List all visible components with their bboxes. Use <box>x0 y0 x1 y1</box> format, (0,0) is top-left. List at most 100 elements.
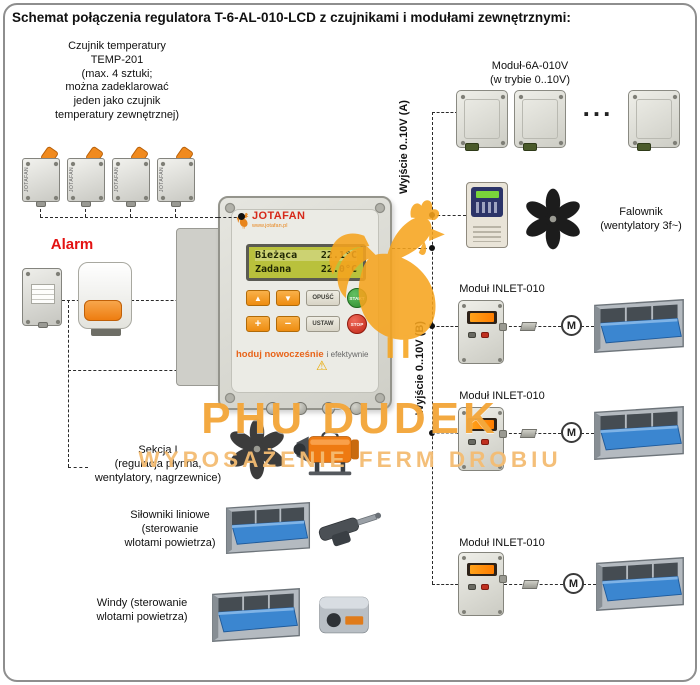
connection-line <box>62 300 218 301</box>
lcd-value: 22.0°C <box>320 264 357 275</box>
lcd-row-setpoint: Zadana 22.0°C <box>255 264 357 275</box>
module-connector <box>523 143 537 151</box>
button-plus: + <box>246 316 270 332</box>
button-start: START <box>347 288 367 308</box>
sensor-body: JOTAFAN <box>112 158 150 202</box>
coupler-icon <box>519 322 538 331</box>
inlet-module-label-1: Moduł INLET-010 <box>459 283 545 295</box>
junction-dot <box>429 323 435 329</box>
cable-gland-icon <box>126 201 136 207</box>
cable-gland-icon <box>266 402 279 415</box>
slogan-rest: i efektywnie <box>326 350 369 359</box>
diagram-title: Schemat połączenia regulatora T-6-AL-010… <box>12 10 571 25</box>
button-stop: STOP <box>347 314 367 334</box>
connection-line <box>581 433 594 434</box>
sekcja-label: Sekcja I (regulacja płynna, wentylatory,… <box>94 444 222 484</box>
inlet-module-3 <box>458 552 507 616</box>
button-down: ▼ <box>276 290 300 306</box>
connection-line <box>432 215 466 216</box>
connection-line <box>218 217 242 218</box>
inverter-panel <box>471 187 503 217</box>
mounting-plate <box>176 228 222 386</box>
silowniki-label: Siłowniki liniowe (sterowanie wlotami po… <box>124 509 216 549</box>
inverter-keypad <box>476 202 499 213</box>
temp-sensor-1: JOTAFAN <box>22 145 60 207</box>
alarm-label: Alarm <box>50 236 94 253</box>
cable-gland-icon <box>38 322 48 328</box>
motor-2: M <box>561 422 582 443</box>
cable-gland-icon <box>81 201 91 207</box>
siren-horn <box>84 300 122 321</box>
sensor-body: JOTAFAN <box>157 158 195 202</box>
connection-line <box>40 217 218 218</box>
connection-line <box>432 584 458 585</box>
linear-actuator-icon <box>318 512 382 547</box>
windy-label: Windy (sterowanie wlotami powietrza) <box>96 597 188 623</box>
connection-line <box>130 204 131 217</box>
inverter-vents <box>473 226 501 242</box>
module-button <box>481 584 489 590</box>
border-frame <box>3 3 697 682</box>
falownik-label: Falownik (wentylatory 3f~) <box>600 206 682 232</box>
air-inlet-1 <box>593 298 685 354</box>
module-face <box>464 99 500 139</box>
alarm-module-sticker <box>31 284 55 304</box>
module-button <box>481 332 489 338</box>
cable-gland-icon <box>294 402 307 415</box>
lcd-row-current: Bieżąca 22.1°C <box>255 250 357 261</box>
alarm-module <box>22 268 62 328</box>
module-button <box>468 439 476 445</box>
fan-section-icon <box>227 418 287 480</box>
connection-line <box>432 433 458 434</box>
button-up: ▲ <box>246 290 270 306</box>
seven-segment-display <box>467 563 497 576</box>
controller-keypad: ▲ ▼ OPUŚĆ START + − USTAW STOP <box>246 288 368 334</box>
inlet-module-label-3: Moduł INLET-010 <box>459 537 545 549</box>
output-b-label: Wyjście 0..10V (B) <box>414 321 426 415</box>
damper-actuator-icon <box>319 596 369 634</box>
connection-line <box>40 204 41 217</box>
motor-1: M <box>561 315 582 336</box>
lcd-label: Zadana <box>255 264 292 275</box>
slogan-strong: hoduj nowocześnie <box>236 349 324 360</box>
cable-gland-icon <box>499 575 507 583</box>
module-button <box>468 332 476 338</box>
cable-gland-icon <box>322 402 335 415</box>
connection-line <box>432 326 458 327</box>
connection-line <box>432 112 458 113</box>
lcd-label: Bieżąca <box>255 250 298 261</box>
connection-line <box>583 584 596 585</box>
button-minus: − <box>276 316 300 332</box>
brand-name: JOTAFAN <box>252 210 306 222</box>
air-inlet-4 <box>211 587 301 643</box>
air-inlet-2 <box>593 405 685 461</box>
lcd-display: Bieżąca 22.1°C Zadana 22.0°C <box>246 244 366 281</box>
sensor-body: JOTAFAN <box>22 158 60 202</box>
junction-dot <box>429 430 435 436</box>
temp-sensor-3: JOTAFAN <box>112 145 150 207</box>
sensor-brand-text: JOTAFAN <box>69 167 75 192</box>
cable-gland-icon <box>171 201 181 207</box>
cable-gland-icon <box>350 402 363 415</box>
connection-line <box>68 467 88 468</box>
coupler-icon <box>521 580 540 589</box>
siren-bracket <box>91 328 121 336</box>
cable-gland-icon <box>499 430 507 438</box>
controller-t6: JOTAFAN www.jotafan.pl Bieżąca 22.1°C Za… <box>218 196 392 415</box>
temp-sensor-2: JOTAFAN <box>67 145 105 207</box>
seven-segment-display <box>467 418 497 431</box>
fan-3phase-icon <box>523 188 583 250</box>
brand-url: www.jotafan.pl <box>252 223 288 229</box>
sensor-brand-text: JOTAFAN <box>159 167 165 192</box>
coupler-icon <box>519 429 538 438</box>
temp-sensor-4: JOTAFAN <box>157 145 195 207</box>
module-button <box>468 584 476 590</box>
cable-gland-icon <box>499 323 507 331</box>
air-inlet-3 <box>225 501 311 555</box>
motor-3: M <box>563 573 584 594</box>
module-6a-2 <box>514 90 566 151</box>
module-connector <box>465 143 479 151</box>
seven-segment-display <box>467 311 497 324</box>
